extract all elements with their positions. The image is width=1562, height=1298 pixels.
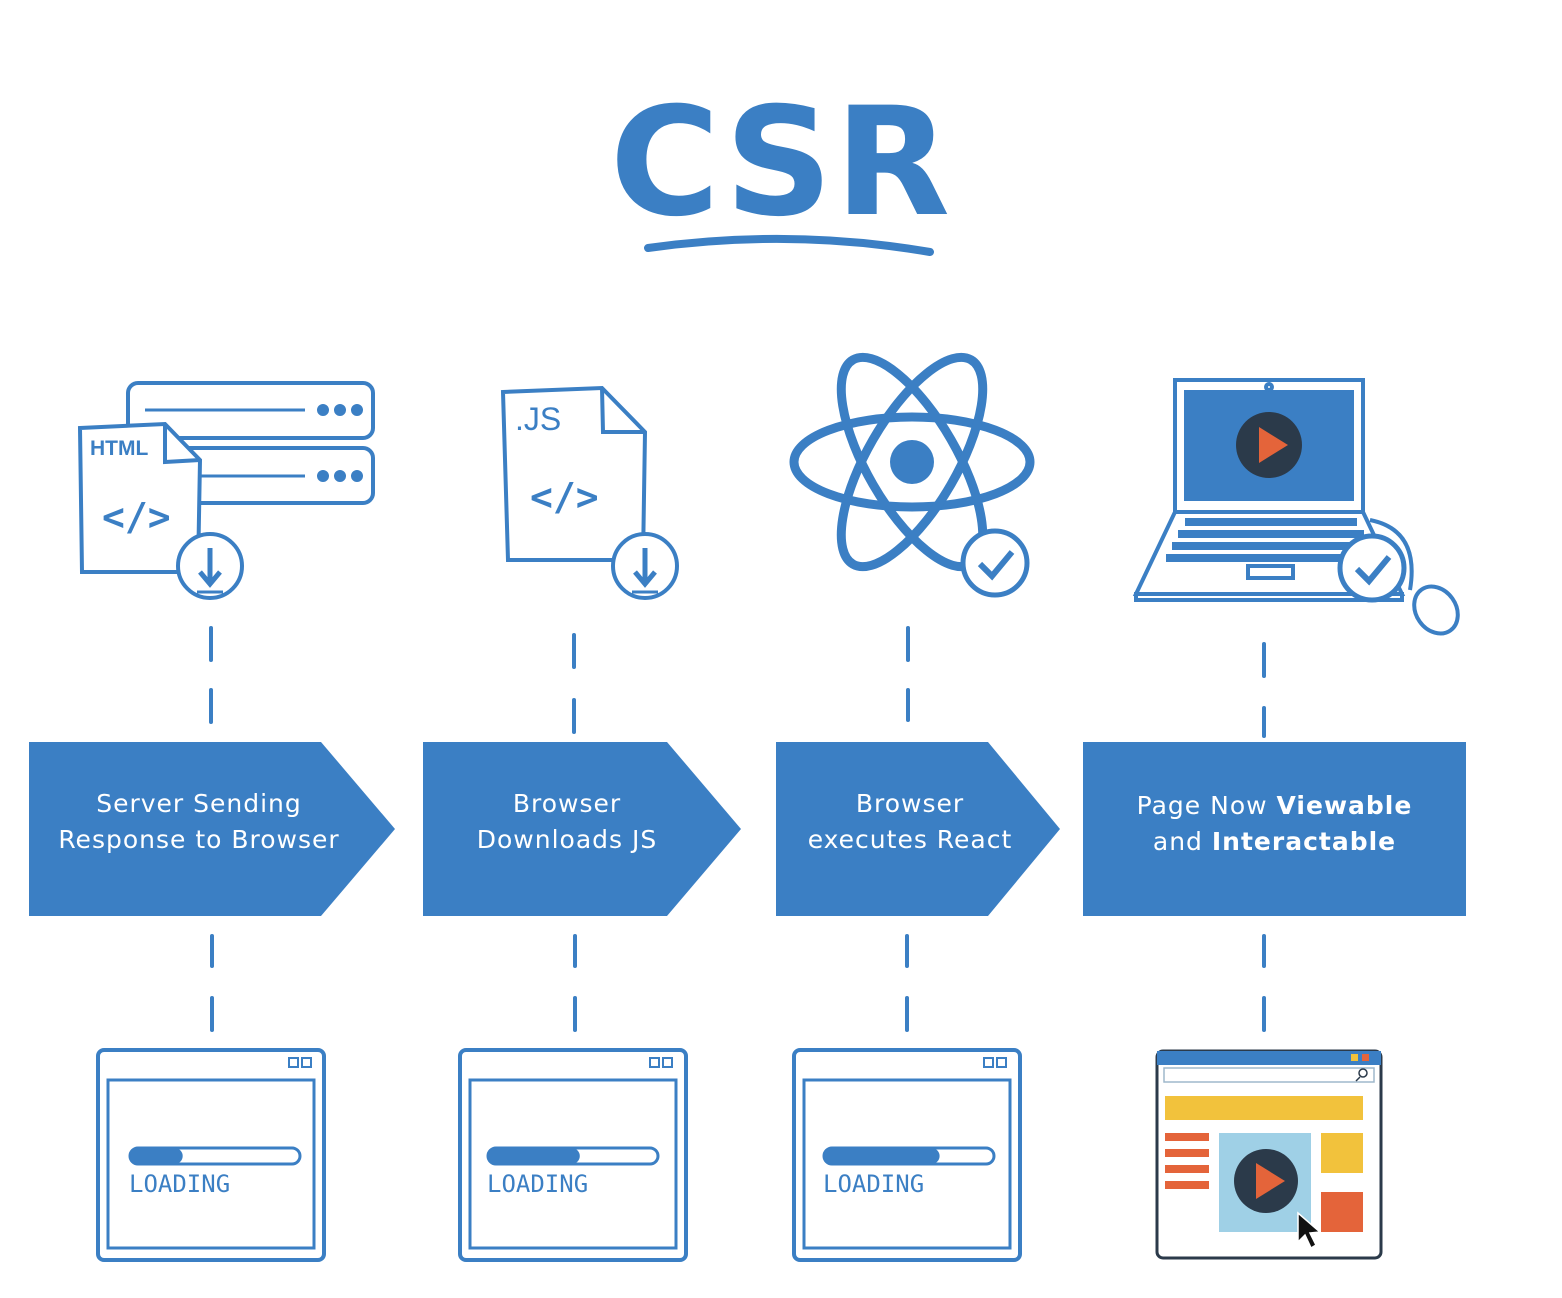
interactive-page-play-icon — [1155, 1049, 1383, 1260]
code-glyph-1: </> — [102, 495, 171, 539]
browser-window-loading-3 — [792, 1048, 1022, 1262]
step-label-3-line-2: executes React — [807, 825, 1013, 854]
step-label-4-line-1-plain: Page Now — [1136, 791, 1277, 820]
browser-window-loading-2 — [458, 1048, 688, 1262]
html-file-label: HTML — [90, 437, 148, 460]
step-arrow-3 — [776, 742, 1060, 916]
laptop-play-check-icon — [1132, 378, 1460, 636]
loading-text-2: LOADING — [487, 1170, 588, 1198]
step-label-2-line-1: Browser — [512, 789, 622, 818]
step-label-4-line-2-plain: and — [1152, 827, 1212, 856]
step-label-3-line-1: Browser — [855, 789, 965, 818]
html-file-server-download-icon — [77, 381, 375, 600]
step-label-2: Browser Downloads JS — [423, 786, 711, 858]
step-label-2-line-2: Downloads JS — [476, 825, 658, 854]
step-label-1: Server Sending Response to Browser — [29, 786, 369, 858]
step-arrow-2 — [423, 742, 741, 916]
step-label-4: Page Now Viewable and Interactable — [1083, 788, 1466, 860]
dashed-connectors — [209, 626, 1266, 1032]
loading-text-1: LOADING — [129, 1170, 230, 1198]
diagram-title: CSR — [609, 76, 953, 250]
step-label-4-line-1: Page Now Viewable — [1083, 788, 1466, 824]
step-label-1-line-2: Response to Browser — [58, 825, 340, 854]
step-label-4-line-2: and Interactable — [1083, 824, 1466, 860]
step-label-4-line-2-bold: Interactable — [1211, 827, 1397, 856]
step-box-4 — [1083, 742, 1466, 916]
browser-window-loading-1 — [96, 1048, 326, 1262]
react-atom-check-icon — [789, 352, 1035, 598]
step-label-1-line-1: Server Sending — [96, 789, 302, 818]
title-underline — [644, 234, 934, 256]
step-label-4-line-1-bold: Viewable — [1276, 791, 1413, 820]
js-file-label: .JS — [515, 401, 561, 437]
step-arrow-1 — [29, 742, 395, 916]
code-glyph-2: </> — [530, 475, 599, 519]
js-file-download-icon — [500, 385, 679, 600]
step-label-3: Browser executes React — [776, 786, 1044, 858]
loading-text-3: LOADING — [823, 1170, 924, 1198]
